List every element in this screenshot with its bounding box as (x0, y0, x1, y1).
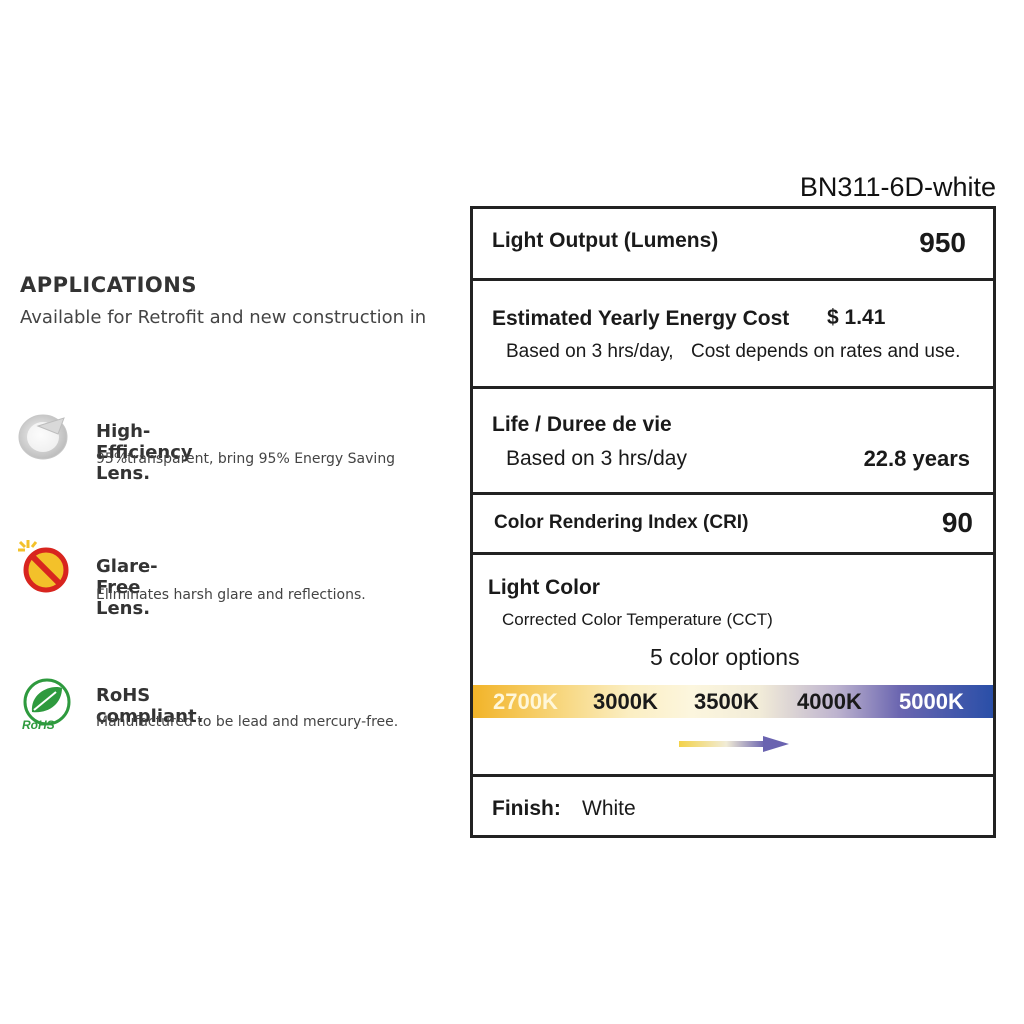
color-options-text: 5 color options (650, 644, 800, 670)
finish-value: White (582, 797, 636, 820)
cct-subtitle: Corrected Color Temperature (CCT) (502, 610, 773, 629)
feature-title: RoHS compliant. (96, 685, 204, 727)
rohs-badge-text: RoHS (22, 718, 55, 732)
finish-label: Finish: (492, 797, 561, 820)
cct-color-bar: 2700K 3000K 3500K 4000K 5000K (473, 685, 993, 718)
light-output-section: Light Output (Lumens) 950 (473, 209, 993, 281)
applications-subtitle: Available for Retrofit and new construct… (20, 307, 427, 328)
feature-glare-free: Glare-Free Lens. Eliminates harsh glare … (14, 536, 366, 619)
light-output-value: 950 (919, 227, 966, 258)
model-number: BN311-6D-white (799, 172, 996, 202)
energy-cost-note-rates: Cost depends on rates and use. (691, 341, 961, 362)
cri-section: Color Rendering Index (CRI) 90 (473, 495, 993, 555)
glare-free-icon (18, 540, 69, 593)
feature-desc: 95%transparent, bring 95% Energy Saving (96, 451, 396, 467)
light-output-label: Light Output (Lumens) (492, 229, 719, 252)
life-section: Life / Duree de vie Based on 3 hrs/day 2… (473, 389, 993, 495)
feature-desc: Manufactured to be lead and mercury-free… (96, 714, 399, 730)
applications-title: APPLICATIONS (20, 273, 197, 297)
rohs-icon (23, 678, 71, 726)
life-label: Life / Duree de vie (492, 413, 672, 436)
arrow-right-icon (679, 736, 789, 752)
energy-cost-section: Estimated Yearly Energy Cost $ 1.41 Base… (473, 281, 993, 389)
cct-option: 5000K (899, 689, 964, 714)
life-note: Based on 3 hrs/day (506, 447, 687, 470)
feature-high-efficiency: High-Efficiency Lens. 95%transparent, br… (16, 404, 395, 484)
life-value: 22.8 years (863, 446, 970, 471)
feature-title: High-Efficiency Lens. (96, 421, 193, 484)
feature-title: Glare-Free Lens. (96, 556, 158, 619)
cct-option: 4000K (797, 689, 862, 714)
cct-option: 2700K (493, 689, 558, 714)
cri-label: Color Rendering Index (CRI) (494, 512, 749, 533)
finish-section: Finish: White (473, 777, 993, 835)
feature-rohs: RoHS RoHS compliant. Manufactured to be … (18, 676, 398, 739)
energy-cost-label: Estimated Yearly Energy Cost (492, 307, 790, 330)
lighting-facts-label: Light Output (Lumens) 950 Estimated Year… (470, 206, 996, 838)
cct-option: 3000K (593, 689, 658, 714)
light-color-section: Light Color Corrected Color Temperature … (473, 555, 993, 777)
feature-desc: Eliminates harsh glare and reflections. (96, 587, 366, 603)
energy-cost-value: $ 1.41 (827, 306, 886, 329)
cct-option: 3500K (694, 689, 759, 714)
lens-icon (18, 414, 68, 460)
cri-value: 90 (941, 507, 973, 538)
energy-cost-note-hours: Based on 3 hrs/day, (506, 341, 674, 362)
light-color-label: Light Color (488, 576, 600, 599)
